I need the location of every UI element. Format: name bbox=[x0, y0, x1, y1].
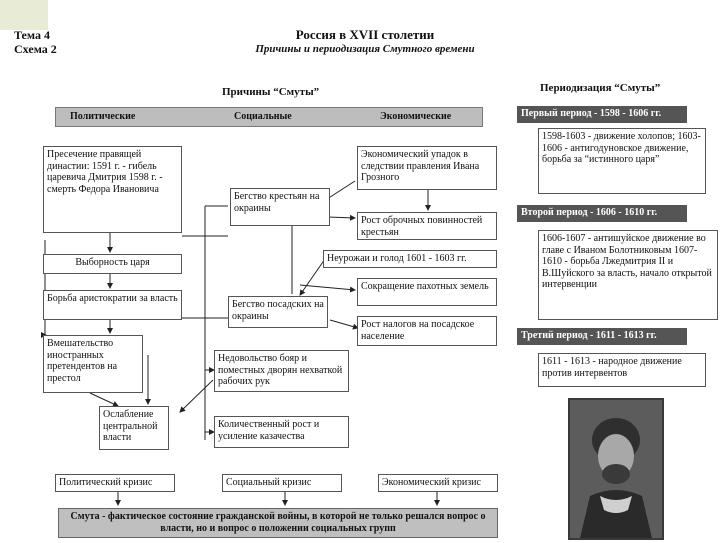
box-peasants-flight: Бегство крестьян на окраины bbox=[230, 188, 330, 226]
periods-title: Периодизация “Смуты” bbox=[540, 82, 661, 94]
topic-number: Тема 4 bbox=[14, 28, 50, 42]
box-cossacks-growth: Количественный рост и усиление казачеств… bbox=[214, 416, 349, 448]
page-subtitle: Причины и периодизация Смутного времени bbox=[255, 43, 475, 55]
box-land-reduction: Сокращение пахотных земель bbox=[357, 278, 497, 306]
causes-title: Причины “Смуты” bbox=[222, 86, 320, 98]
box-famine: Неурожаи и голод 1601 - 1603 гг. bbox=[323, 250, 497, 268]
box-foreign-intervention: Вмешательство иностранных претендентов н… bbox=[43, 335, 143, 393]
portrait-image bbox=[568, 398, 664, 540]
page-title: Россия в XVII столетии bbox=[295, 27, 435, 42]
category-political: Политические bbox=[70, 111, 136, 122]
crisis-social: Социальный кризис bbox=[222, 474, 342, 492]
box-townsfolk-flight: Бегство посадских на окраины bbox=[228, 296, 328, 328]
categories-bar: Политические Социальные Экономические bbox=[55, 107, 483, 127]
box-quitrent-growth: Рост оброчных повинностей крестьян bbox=[357, 212, 497, 240]
period-1-text: 1598-1603 - движение холопов; 1603-1606 … bbox=[538, 128, 706, 194]
period-2-header: Второй период - 1606 - 1610 гг. bbox=[517, 205, 687, 222]
box-economic-decline: Экономический упадок в следствии правлен… bbox=[357, 146, 497, 190]
period-2-text: 1606-1607 - антишуйское движение во глав… bbox=[538, 230, 718, 320]
conclusion-bar: Смута - фактическое состояние гражданско… bbox=[58, 508, 498, 538]
period-3-header: Третий период - 1611 - 1613 гг. bbox=[517, 328, 687, 345]
box-nobles-discontent: Недовольство бояр и поместных дворян нех… bbox=[214, 350, 349, 392]
box-dynasty-end: Пресечение правящей династии: 1591 г. - … bbox=[43, 146, 182, 233]
crisis-economic: Экономический кризис bbox=[378, 474, 498, 492]
crisis-political: Политический кризис bbox=[55, 474, 175, 492]
corner-decoration bbox=[0, 0, 48, 30]
period-3-text: 1611 - 1613 - народное движение против и… bbox=[538, 353, 706, 387]
category-economic: Экономические bbox=[380, 111, 452, 122]
portrait-figure bbox=[570, 400, 662, 538]
period-1-header: Первый период - 1598 - 1606 гг. bbox=[517, 106, 687, 123]
box-elective-tsar: Выборность царя bbox=[43, 254, 182, 274]
box-boyar-struggle: Борьба аристократии за власть bbox=[43, 290, 182, 320]
box-power-weakening: Ослабление центральной власти bbox=[99, 406, 169, 450]
category-social: Социальные bbox=[234, 111, 292, 122]
scheme-number: Схема 2 bbox=[14, 42, 57, 56]
topic-label: Тема 4 Схема 2 bbox=[14, 28, 57, 56]
box-tax-growth: Рост налогов на посадское население bbox=[357, 316, 497, 346]
